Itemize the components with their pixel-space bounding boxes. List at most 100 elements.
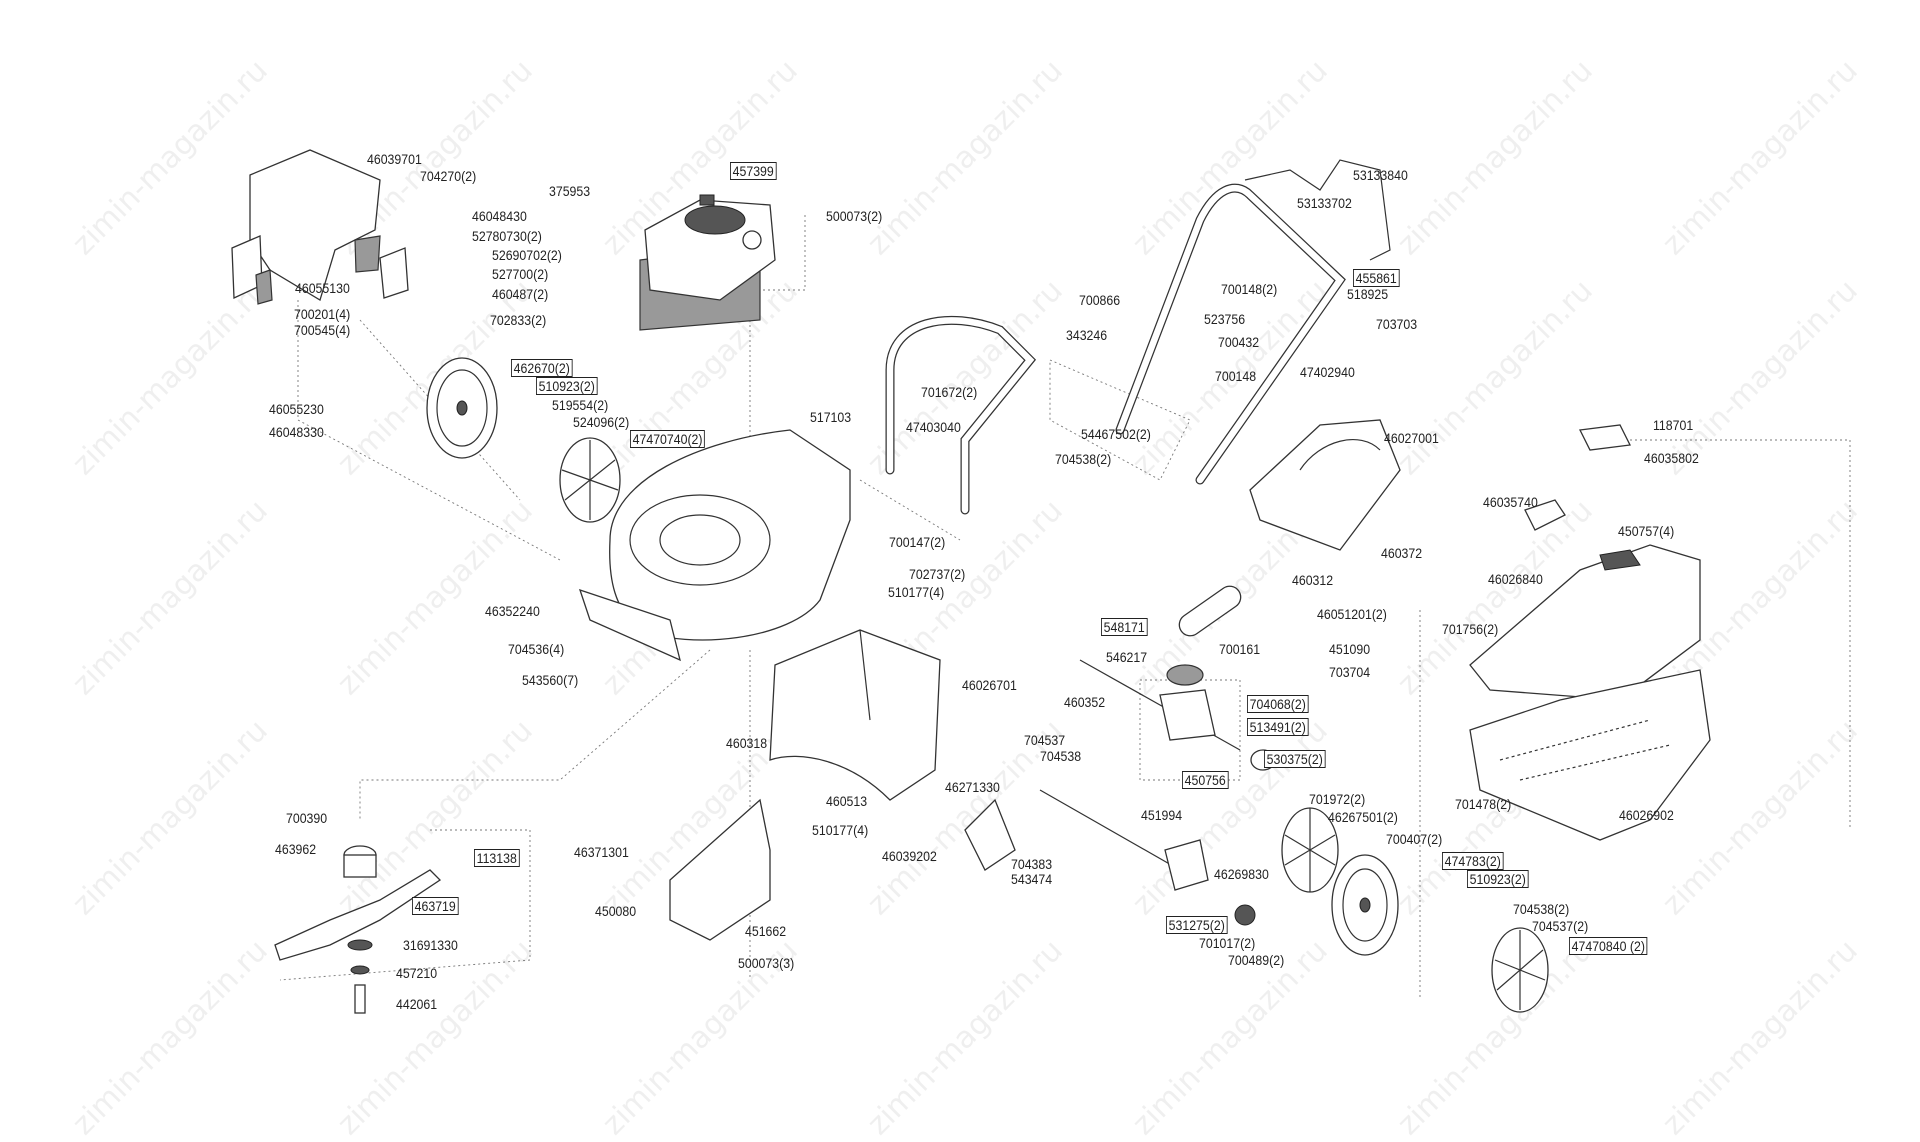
part-number-label: 46048430 <box>472 208 527 224</box>
part-number-label-boxed: 457399 <box>730 162 777 180</box>
part-number-label-boxed: 462670(2) <box>511 359 573 377</box>
hubcap-right <box>1491 927 1549 1013</box>
part-number-label-boxed: 47470840 (2) <box>1569 937 1648 955</box>
part-number-label: 451994 <box>1141 807 1183 823</box>
part-number-label: 46039701 <box>367 151 422 167</box>
part-number-label: 527700(2) <box>492 266 549 282</box>
part-number-label-boxed: 548171 <box>1101 618 1148 636</box>
part-number-label: 54467502(2) <box>1081 426 1151 442</box>
part-number-label: 53133840 <box>1353 167 1408 183</box>
part-number-label: 460513 <box>826 793 868 809</box>
part-number-label: 704383 <box>1011 856 1053 872</box>
part-number-label-boxed: 463719 <box>412 897 459 915</box>
blade-part <box>274 845 442 1014</box>
part-number-label: 700489(2) <box>1228 952 1285 968</box>
part-number-label: 46271330 <box>945 779 1000 795</box>
part-number-label: 523756 <box>1204 311 1246 327</box>
part-number-label-boxed: 510923(2) <box>536 377 598 395</box>
part-number-label: 46026902 <box>1619 807 1674 823</box>
part-number-label: 524096(2) <box>573 414 630 430</box>
part-number-label: 700201(4) <box>294 306 351 322</box>
part-number-label: 46267501(2) <box>1328 809 1398 825</box>
part-number-label-boxed: 450756 <box>1182 771 1229 789</box>
part-number-label: 46371301 <box>574 844 629 860</box>
part-number-label: 463962 <box>275 841 317 857</box>
part-number-label: 460352 <box>1064 694 1106 710</box>
part-number-label: 52690702(2) <box>492 247 562 263</box>
upper-handle-part <box>1115 159 1391 485</box>
part-number-label: 31691330 <box>403 937 458 953</box>
part-number-label: 700148(2) <box>1221 281 1278 297</box>
part-number-label: 546217 <box>1106 649 1148 665</box>
part-number-label: 704537 <box>1024 732 1066 748</box>
front-axle-part <box>964 789 1209 891</box>
part-number-label: 704538(2) <box>1513 901 1570 917</box>
part-number-label: 701672(2) <box>921 384 978 400</box>
rear-wheel-left <box>426 357 498 459</box>
mulch-plug-part <box>669 798 771 941</box>
grass-bag-top-part <box>1469 424 1701 701</box>
part-number-label: 704536(4) <box>508 641 565 657</box>
front-wheel-right <box>1331 854 1399 956</box>
part-number-label: 519554(2) <box>552 397 609 413</box>
part-number-label: 457210 <box>396 965 438 981</box>
part-number-label: 46026701 <box>962 677 1017 693</box>
gearbox-part <box>1079 659 1276 771</box>
part-number-label: 518925 <box>1347 286 1389 302</box>
part-number-label: 53133702 <box>1297 195 1352 211</box>
part-number-label: 703703 <box>1376 316 1418 332</box>
part-number-label: 701017(2) <box>1199 935 1256 951</box>
part-number-label: 700866 <box>1079 292 1121 308</box>
part-number-label: 703704 <box>1329 664 1371 680</box>
discharge-chute-part <box>769 629 941 801</box>
part-number-label: 704270(2) <box>420 168 477 184</box>
part-number-label: 118701 <box>1653 417 1694 433</box>
part-number-label: 704538(2) <box>1055 451 1112 467</box>
part-number-label: 460318 <box>726 735 768 751</box>
part-number-label-boxed: 530375(2) <box>1264 750 1326 768</box>
part-number-label: 52780730(2) <box>472 228 542 244</box>
part-number-label: 500073(2) <box>826 208 883 224</box>
rear-cover-part <box>1249 419 1401 551</box>
part-number-label: 46039202 <box>882 848 937 864</box>
part-number-label: 510177(4) <box>888 584 945 600</box>
part-number-label-boxed: 510923(2) <box>1467 870 1529 888</box>
part-number-label: 700390 <box>286 810 328 826</box>
part-number-label: 46035802 <box>1644 450 1699 466</box>
part-number-label: 450080 <box>595 903 637 919</box>
part-number-label: 47403040 <box>906 419 961 435</box>
part-number-label: 451662 <box>745 923 787 939</box>
part-number-label-boxed: 455861 <box>1353 269 1400 287</box>
part-number-label: 702833(2) <box>490 312 547 328</box>
part-number-label: 442061 <box>396 996 438 1012</box>
rear-flap-part <box>231 149 409 305</box>
part-number-label-boxed: 113138 <box>474 849 520 867</box>
drive-pinion-part <box>1234 904 1256 926</box>
part-number-label: 375953 <box>549 183 591 199</box>
part-number-label: 704538 <box>1040 748 1082 764</box>
part-number-label: 704537(2) <box>1532 918 1589 934</box>
engine-part <box>639 194 776 331</box>
part-number-label: 46027001 <box>1384 430 1439 446</box>
part-number-label-boxed: 474783(2) <box>1442 852 1504 870</box>
part-number-label: 46352240 <box>485 603 540 619</box>
part-number-label: 700148 <box>1215 368 1257 384</box>
grass-bag-bottom-part <box>1469 669 1711 841</box>
part-number-label: 46055130 <box>295 280 350 296</box>
part-number-label: 46026840 <box>1488 571 1543 587</box>
part-number-label: 47402940 <box>1300 364 1355 380</box>
part-number-label: 460312 <box>1292 572 1334 588</box>
lower-handle-part <box>885 315 1037 515</box>
wheel-inner-disk <box>1281 807 1339 893</box>
part-number-label: 700432 <box>1218 334 1260 350</box>
drive-belt-part <box>1178 585 1242 637</box>
part-number-label-boxed: 531275(2) <box>1166 916 1228 934</box>
part-number-label: 543560(7) <box>522 672 579 688</box>
part-number-label: 701972(2) <box>1309 791 1366 807</box>
part-number-label: 500073(3) <box>738 955 795 971</box>
part-number-label: 702737(2) <box>909 566 966 582</box>
part-number-label: 543474 <box>1011 871 1053 887</box>
part-number-label: 450757(4) <box>1618 523 1675 539</box>
part-number-label: 451090 <box>1329 641 1371 657</box>
part-number-label: 701756(2) <box>1442 621 1499 637</box>
